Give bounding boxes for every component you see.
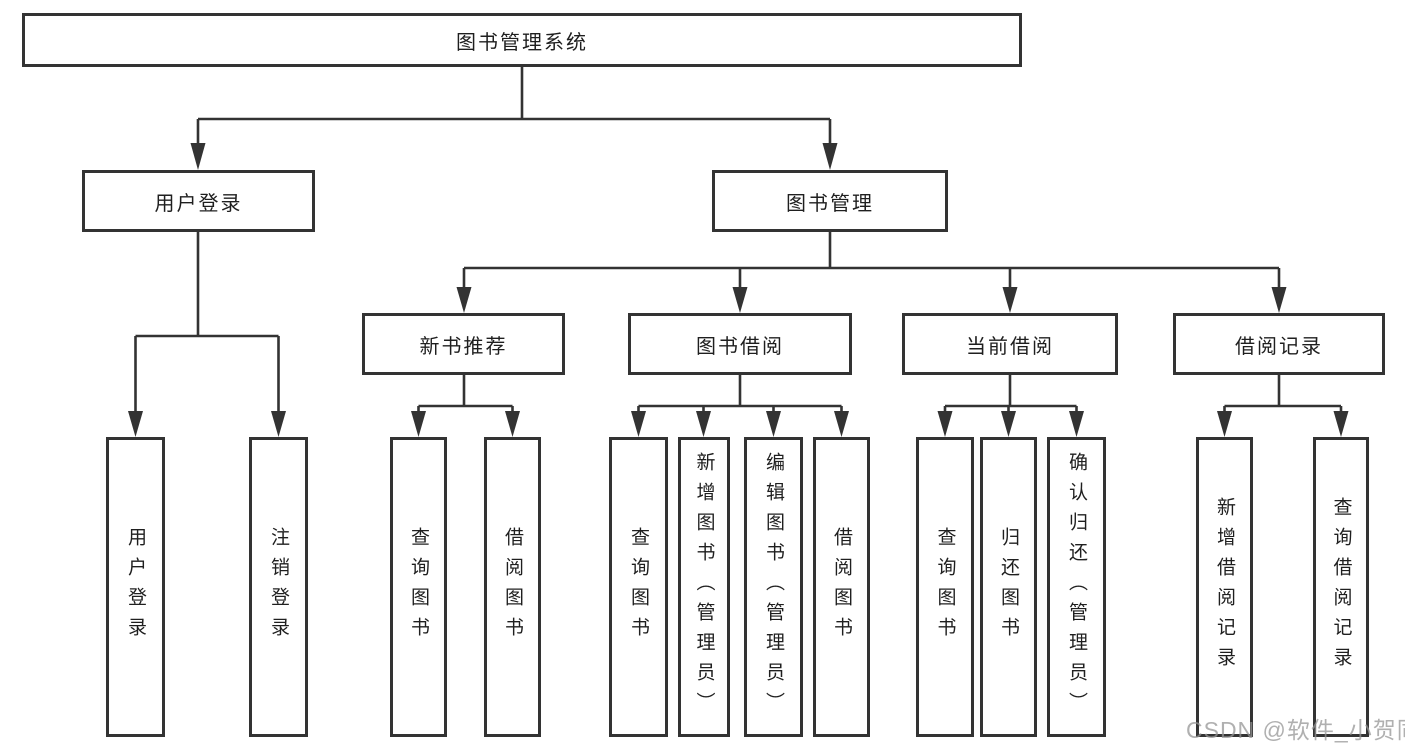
leaf-add-book-admin: 新增图书（管理员） — [678, 437, 730, 737]
leaf-confirm-return-admin: 确认归还（管理员） — [1047, 437, 1106, 737]
arrow-icon — [834, 411, 849, 437]
arrow-icon — [766, 411, 781, 437]
arrow-icon — [271, 411, 286, 437]
leaf-user-login: 用户登录 — [106, 437, 165, 737]
connector-borrow-branch — [637, 404, 843, 413]
node-current-borrow: 当前借阅 — [902, 313, 1118, 375]
leaf-return-book: 归还图书 — [980, 437, 1037, 737]
leaf-borrow-book: 借阅图书 — [813, 437, 870, 737]
connector-bookmgmt-branch — [462, 266, 1281, 290]
arrow-icon — [190, 143, 206, 170]
arrow-icon — [456, 287, 472, 313]
connector-record-branch — [1223, 404, 1343, 413]
connector-userlogin-branch — [134, 334, 280, 413]
node-new-book-recommend: 新书推荐 — [362, 313, 565, 375]
node-root-title: 图书管理系统 — [22, 13, 1022, 67]
node-user-login: 用户登录 — [82, 170, 315, 232]
arrow-icon — [128, 411, 143, 437]
leaf-query-book: 查询图书 — [390, 437, 447, 737]
leaf-query-book: 查询图书 — [916, 437, 974, 737]
arrow-icon — [1002, 287, 1018, 313]
node-book-borrow: 图书借阅 — [628, 313, 852, 375]
node-borrow-record: 借阅记录 — [1173, 313, 1385, 375]
arrow-icon — [411, 411, 426, 437]
connector-current-branch — [943, 404, 1078, 413]
leaf-logout: 注销登录 — [249, 437, 308, 737]
arrow-icon — [1069, 411, 1084, 437]
leaf-add-borrow-record: 新增借阅记录 — [1196, 437, 1253, 737]
arrow-icon — [1001, 411, 1016, 437]
leaf-query-book: 查询图书 — [609, 437, 668, 737]
arrow-icon — [1271, 287, 1287, 313]
arrow-icon — [1333, 411, 1349, 437]
arrow-icon — [696, 411, 711, 437]
connector-newbook-branch — [417, 404, 514, 413]
arrow-icon — [937, 411, 953, 437]
node-book-management: 图书管理 — [712, 170, 948, 232]
arrowheads — [128, 143, 1349, 437]
arrow-icon — [732, 287, 748, 313]
arrow-icon — [1217, 411, 1232, 437]
arrow-icon — [631, 411, 646, 437]
arrow-icon — [822, 143, 838, 170]
csdn-watermark: CSDN @软件_小贺同学 — [1186, 717, 1405, 743]
arrow-icon — [505, 411, 520, 437]
connector-root-branch — [196, 117, 832, 145]
leaf-query-borrow-record: 查询借阅记录 — [1313, 437, 1369, 737]
leaf-edit-book-admin: 编辑图书（管理员） — [744, 437, 803, 737]
leaf-borrow-book: 借阅图书 — [484, 437, 541, 737]
